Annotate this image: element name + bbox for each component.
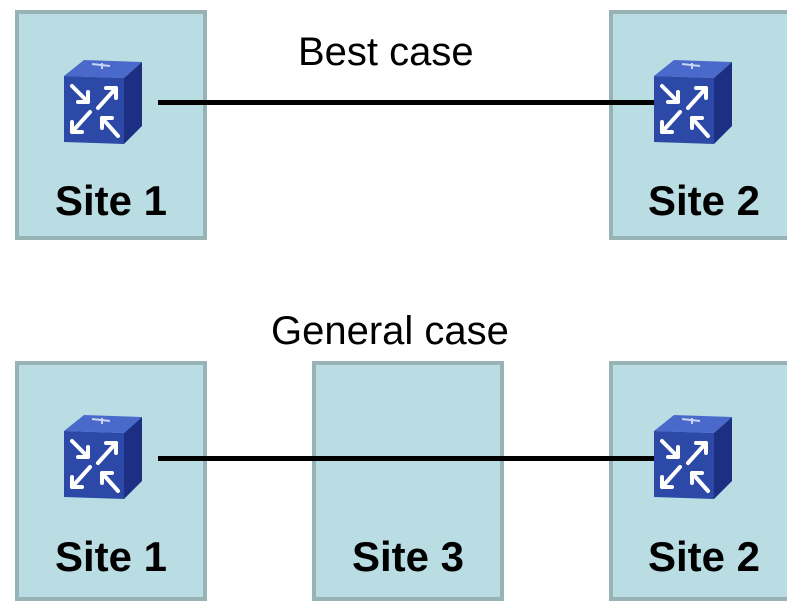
- general-case-site-3-box: Site 3: [312, 361, 504, 601]
- router-icon: [62, 56, 144, 146]
- best-case-title: Best case: [298, 30, 474, 74]
- best-case-link-line: [158, 100, 660, 105]
- router-icon: [62, 411, 144, 501]
- best-case-site-1-label: Site 1: [54, 177, 168, 224]
- general-case-site-1-label: Site 1: [54, 533, 168, 580]
- general-case-title: General case: [271, 309, 509, 353]
- router-icon: [652, 411, 734, 501]
- general-case-link-line: [158, 456, 660, 461]
- best-case-site-2-label: Site 2: [647, 177, 761, 224]
- general-case-site-2-label: Site 2: [647, 533, 761, 580]
- general-case-site-3-label: Site 3: [351, 533, 465, 580]
- router-icon: [652, 56, 734, 146]
